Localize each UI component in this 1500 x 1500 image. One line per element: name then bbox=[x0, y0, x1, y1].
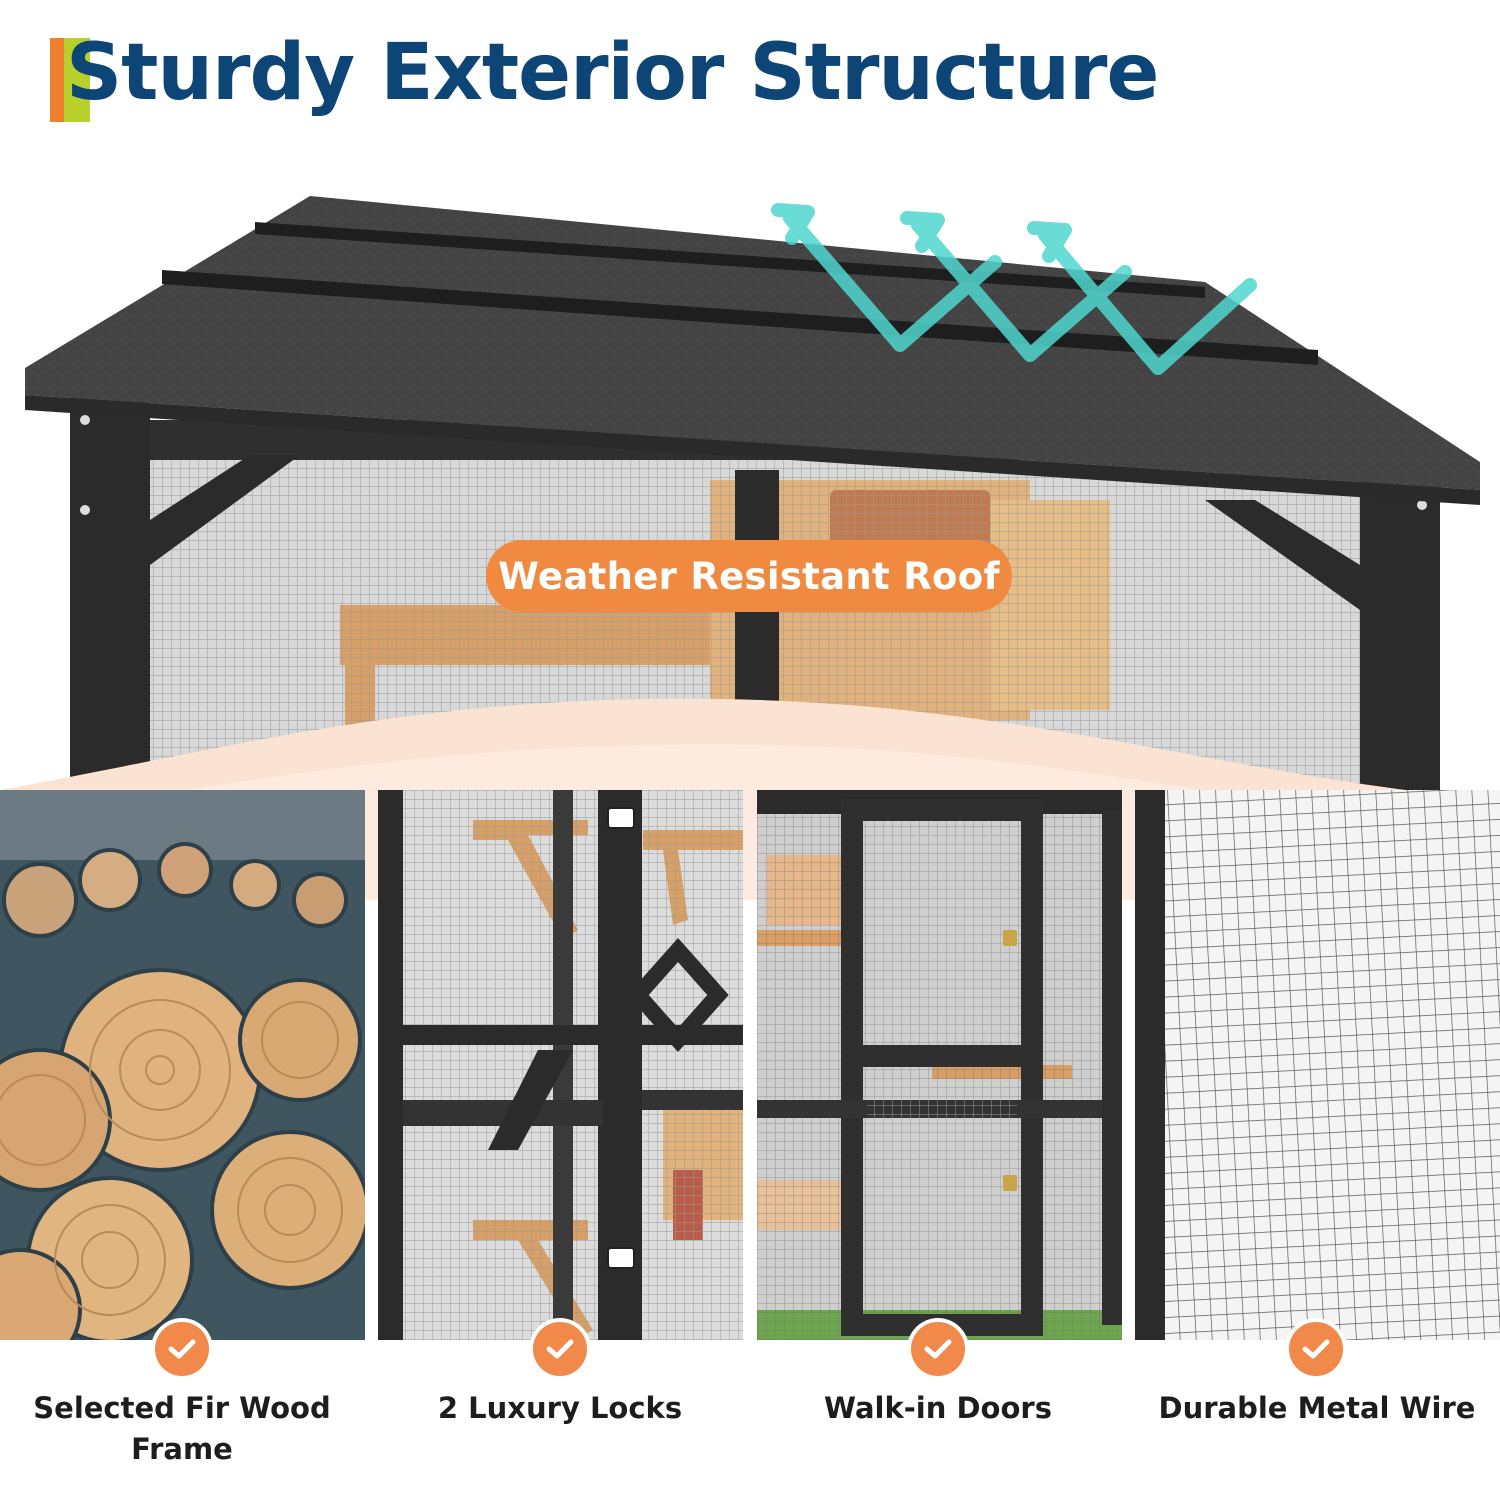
metal-wire-panel bbox=[1135, 790, 1500, 1340]
title-accent-bar bbox=[50, 38, 90, 122]
page-title: Sturdy Exterior Structure bbox=[66, 28, 1159, 118]
feature-caption-line: Walk-in Doors bbox=[824, 1391, 1052, 1425]
roof-badge: Weather Resistant Roof bbox=[486, 540, 1012, 612]
checkmark-icon bbox=[533, 1322, 587, 1376]
metal-wire-image bbox=[1135, 790, 1500, 1340]
walk-in-door-panel bbox=[757, 790, 1122, 1340]
wood-logs-image bbox=[0, 790, 365, 1340]
roof-badge-label: Weather Resistant Roof bbox=[498, 554, 1000, 598]
feature-caption-locks: 2 Luxury Locks bbox=[380, 1388, 740, 1429]
feature-caption-line: Selected Fir Wood bbox=[33, 1391, 331, 1425]
feature-caption-wire: Durable Metal Wire bbox=[1137, 1388, 1497, 1429]
enclosure-illustration bbox=[0, 196, 1500, 900]
lock-latch-icon bbox=[607, 807, 635, 1269]
walk-in-door-image bbox=[757, 790, 1122, 1340]
airflow-arrows-icon bbox=[771, 203, 1257, 375]
checkmark-icon bbox=[911, 1322, 965, 1376]
feature-caption-wood: Selected Fir Wood Frame bbox=[2, 1388, 362, 1470]
checkmark-icon bbox=[155, 1322, 209, 1376]
locks-image bbox=[378, 790, 743, 1340]
feature-caption-line: Frame bbox=[131, 1432, 233, 1466]
door-latch-icon bbox=[1003, 930, 1017, 1191]
feature-caption-line: 2 Luxury Locks bbox=[437, 1391, 683, 1425]
checkmark-icon bbox=[1289, 1322, 1343, 1376]
feature-caption-line: Durable Metal Wire bbox=[1158, 1391, 1476, 1425]
locks-panel bbox=[378, 790, 743, 1340]
wood-logs-panel bbox=[0, 790, 365, 1340]
feature-caption-doors: Walk-in Doors bbox=[758, 1388, 1118, 1429]
